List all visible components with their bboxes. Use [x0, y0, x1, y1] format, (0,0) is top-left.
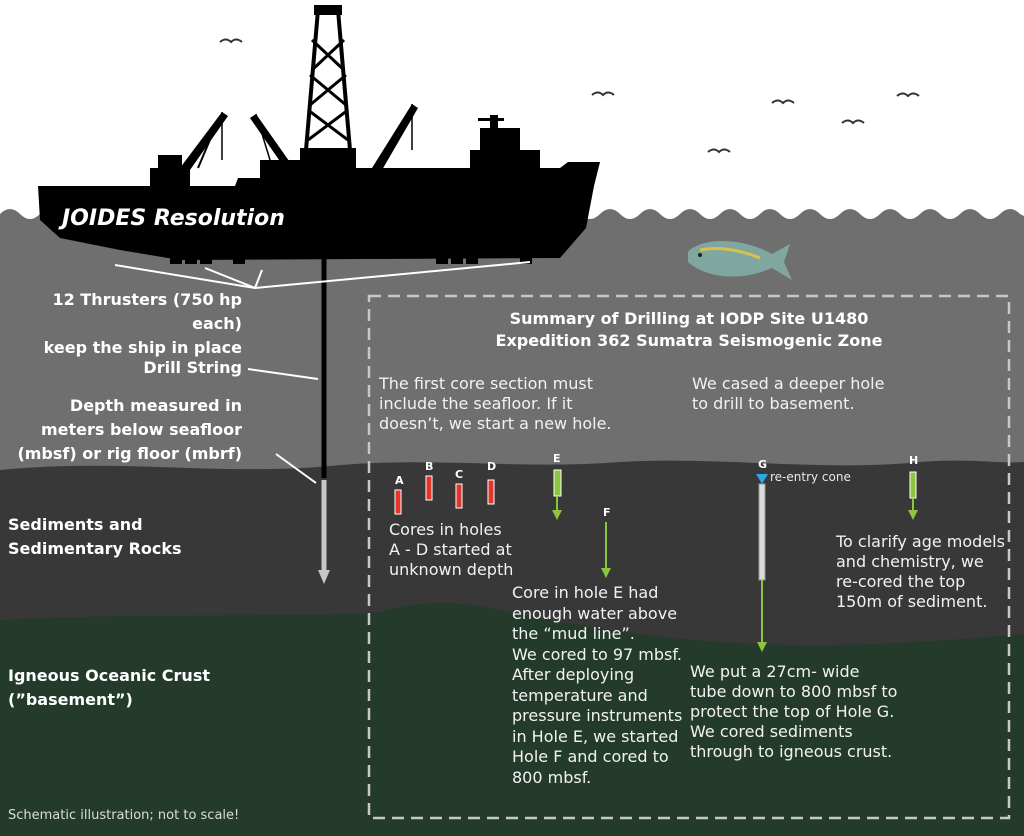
core-b	[425, 475, 433, 501]
caption-ef-line-1: Core in hole E had	[512, 583, 659, 602]
caption-g-line-1: We put a 27cm- wide	[690, 662, 860, 681]
crust-line-2: (”basement”)	[8, 690, 133, 709]
arrow-head	[318, 570, 330, 584]
bird-icon	[707, 148, 731, 154]
leader-lines	[114, 261, 531, 484]
note-right-line-1: We cased a deeper hole	[692, 374, 885, 393]
drill-string-label: Drill String	[143, 358, 242, 377]
summary-title: Summary of Drilling at IODP Site U1480 E…	[369, 308, 1009, 352]
hole-e-label: E	[553, 452, 561, 465]
note-left: The first core section must include the …	[379, 374, 612, 434]
reentry-cone	[756, 474, 768, 484]
arrow-head	[601, 568, 611, 578]
hole-d-label: D	[487, 460, 497, 473]
sediments-line-1: Sediments and	[8, 515, 143, 534]
bird-icon	[591, 91, 615, 97]
thrusters-line-2: keep the ship in place	[43, 338, 242, 357]
footnote: Schematic illustration; not to scale!	[8, 808, 240, 823]
thrusters-line-1: 12 Thrusters (750 hp each)	[52, 290, 242, 333]
caption-ef-line-10: 800 mbsf.	[512, 767, 592, 787]
fish-icon	[688, 241, 792, 280]
caption-ad-line-1: Cores in holes	[389, 520, 502, 539]
depth-line-2: meters below seafloor	[40, 420, 242, 439]
summary-title-line-1: Summary of Drilling at IODP Site U1480	[509, 309, 869, 328]
hole-c-label: C	[455, 468, 464, 481]
summary-title-line-2: Expedition 362 Sumatra Seismogenic Zone	[495, 331, 883, 350]
caption-g-line-3: protect the top of Hole G.	[690, 702, 895, 721]
sediments-label: Sediments and Sedimentary Rocks	[8, 513, 182, 561]
caption-ef-line-2: enough water above	[512, 603, 678, 623]
caption-hole-g: We put a 27cm- wide tube down to 800 mbs…	[690, 662, 897, 762]
caption-ad-line-3: unknown depth	[389, 560, 514, 579]
caption-g-line-2: tube down to 800 mbsf to	[690, 682, 898, 701]
reentry-cone-label: re-entry cone	[770, 470, 851, 484]
birds	[219, 38, 920, 154]
summary-box	[367, 294, 1011, 820]
caption-ef-line-4: We cored to 97 mbsf.	[512, 644, 682, 664]
thrusters-label: 12 Thrusters (750 hp each) keep the ship…	[0, 288, 242, 360]
core-d	[487, 479, 495, 505]
caption-h-line-3: re-cored the top	[836, 572, 966, 591]
bird-icon	[841, 119, 865, 125]
caption-hole-h: To clarify age models and chemistry, we …	[836, 532, 1005, 612]
note-left-line-1: The first core section must	[379, 374, 593, 393]
caption-ef-line-6: temperature and	[512, 685, 648, 705]
caption-ad-line-2: A - D started at	[389, 540, 512, 559]
note-left-line-3: doesn’t, we start a new hole.	[379, 414, 612, 433]
note-left-line-2: include the seafloor. If it	[379, 394, 573, 413]
note-right: We cased a deeper hole to drill to basem…	[692, 374, 884, 414]
igneous-crust-layer	[0, 602, 1024, 836]
hole-g-label: G	[758, 458, 768, 471]
hole-b-label: B	[425, 460, 434, 473]
hole-a-label: A	[395, 474, 404, 487]
core-c	[455, 483, 463, 509]
bird-icon	[896, 92, 920, 98]
arrow-head	[908, 510, 918, 520]
caption-holes-a-d: Cores in holes A - D started at unknown …	[389, 520, 513, 580]
depth-line-1: Depth measured in	[69, 396, 242, 415]
arrow-head	[757, 642, 767, 652]
hole-f-label: F	[603, 506, 611, 519]
caption-ef-line-7: pressure instruments	[512, 706, 683, 725]
arrow-head	[552, 510, 562, 520]
caption-h-line-2: and chemistry, we	[836, 552, 984, 571]
core-e	[553, 469, 562, 497]
caption-holes-e-f: Core in hole E had enough water above th…	[512, 583, 682, 788]
caption-ef-line-3: the “mud line”.	[512, 624, 635, 643]
caption-ef-line-5: After deploying	[512, 665, 635, 684]
hole-h-label: H	[909, 454, 919, 467]
caption-h-line-1: To clarify age models	[836, 532, 1005, 551]
sediments-line-2: Sedimentary Rocks	[8, 539, 182, 558]
bird-icon	[219, 38, 243, 44]
depth-label: Depth measured in meters below seafloor …	[17, 394, 242, 466]
ship-name: JOIDES Resolution	[62, 206, 285, 231]
depth-line-3: (mbsf) or rig floor (mbrf)	[17, 444, 242, 463]
crust-line-1: Igneous Oceanic Crust	[8, 666, 210, 685]
caption-g-line-4: We cored sediments	[690, 722, 853, 741]
cores-a-d	[394, 475, 495, 515]
ship	[38, 5, 600, 264]
caption-g-line-5: through to igneous crust.	[690, 742, 893, 761]
crust-label: Igneous Oceanic Crust (”basement”)	[8, 664, 210, 712]
core-h	[909, 471, 917, 499]
caption-ef-line-9: Hole F and cored to	[512, 747, 669, 766]
caption-h-line-4: 150m of sediment.	[836, 592, 988, 611]
bird-icon	[771, 99, 795, 105]
hole-g-casing	[758, 483, 766, 581]
caption-ef-line-8: in Hole E, we started	[512, 726, 679, 746]
note-right-line-2: to drill to basement.	[692, 394, 855, 413]
core-a	[394, 489, 402, 515]
